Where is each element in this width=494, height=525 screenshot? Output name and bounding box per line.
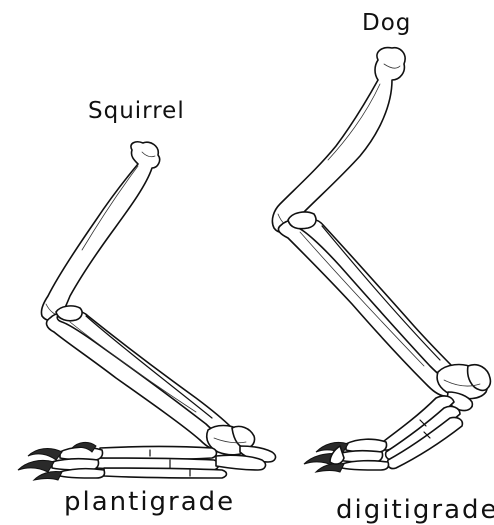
plantigrade-label: plantigrade bbox=[64, 487, 235, 517]
dog-lower-bones bbox=[278, 212, 459, 396]
squirrel-upper-bone bbox=[41, 142, 159, 321]
squirrel-label: Squirrel bbox=[88, 98, 185, 124]
dog-upper-bone bbox=[272, 48, 405, 233]
squirrel-limb bbox=[18, 142, 275, 480]
digitigrade-label: digitigrade bbox=[336, 495, 494, 525]
dog-foot bbox=[304, 396, 462, 472]
dog-label: Dog bbox=[362, 10, 411, 36]
squirrel-lower-bones bbox=[47, 306, 235, 450]
dog-limb bbox=[272, 48, 490, 472]
